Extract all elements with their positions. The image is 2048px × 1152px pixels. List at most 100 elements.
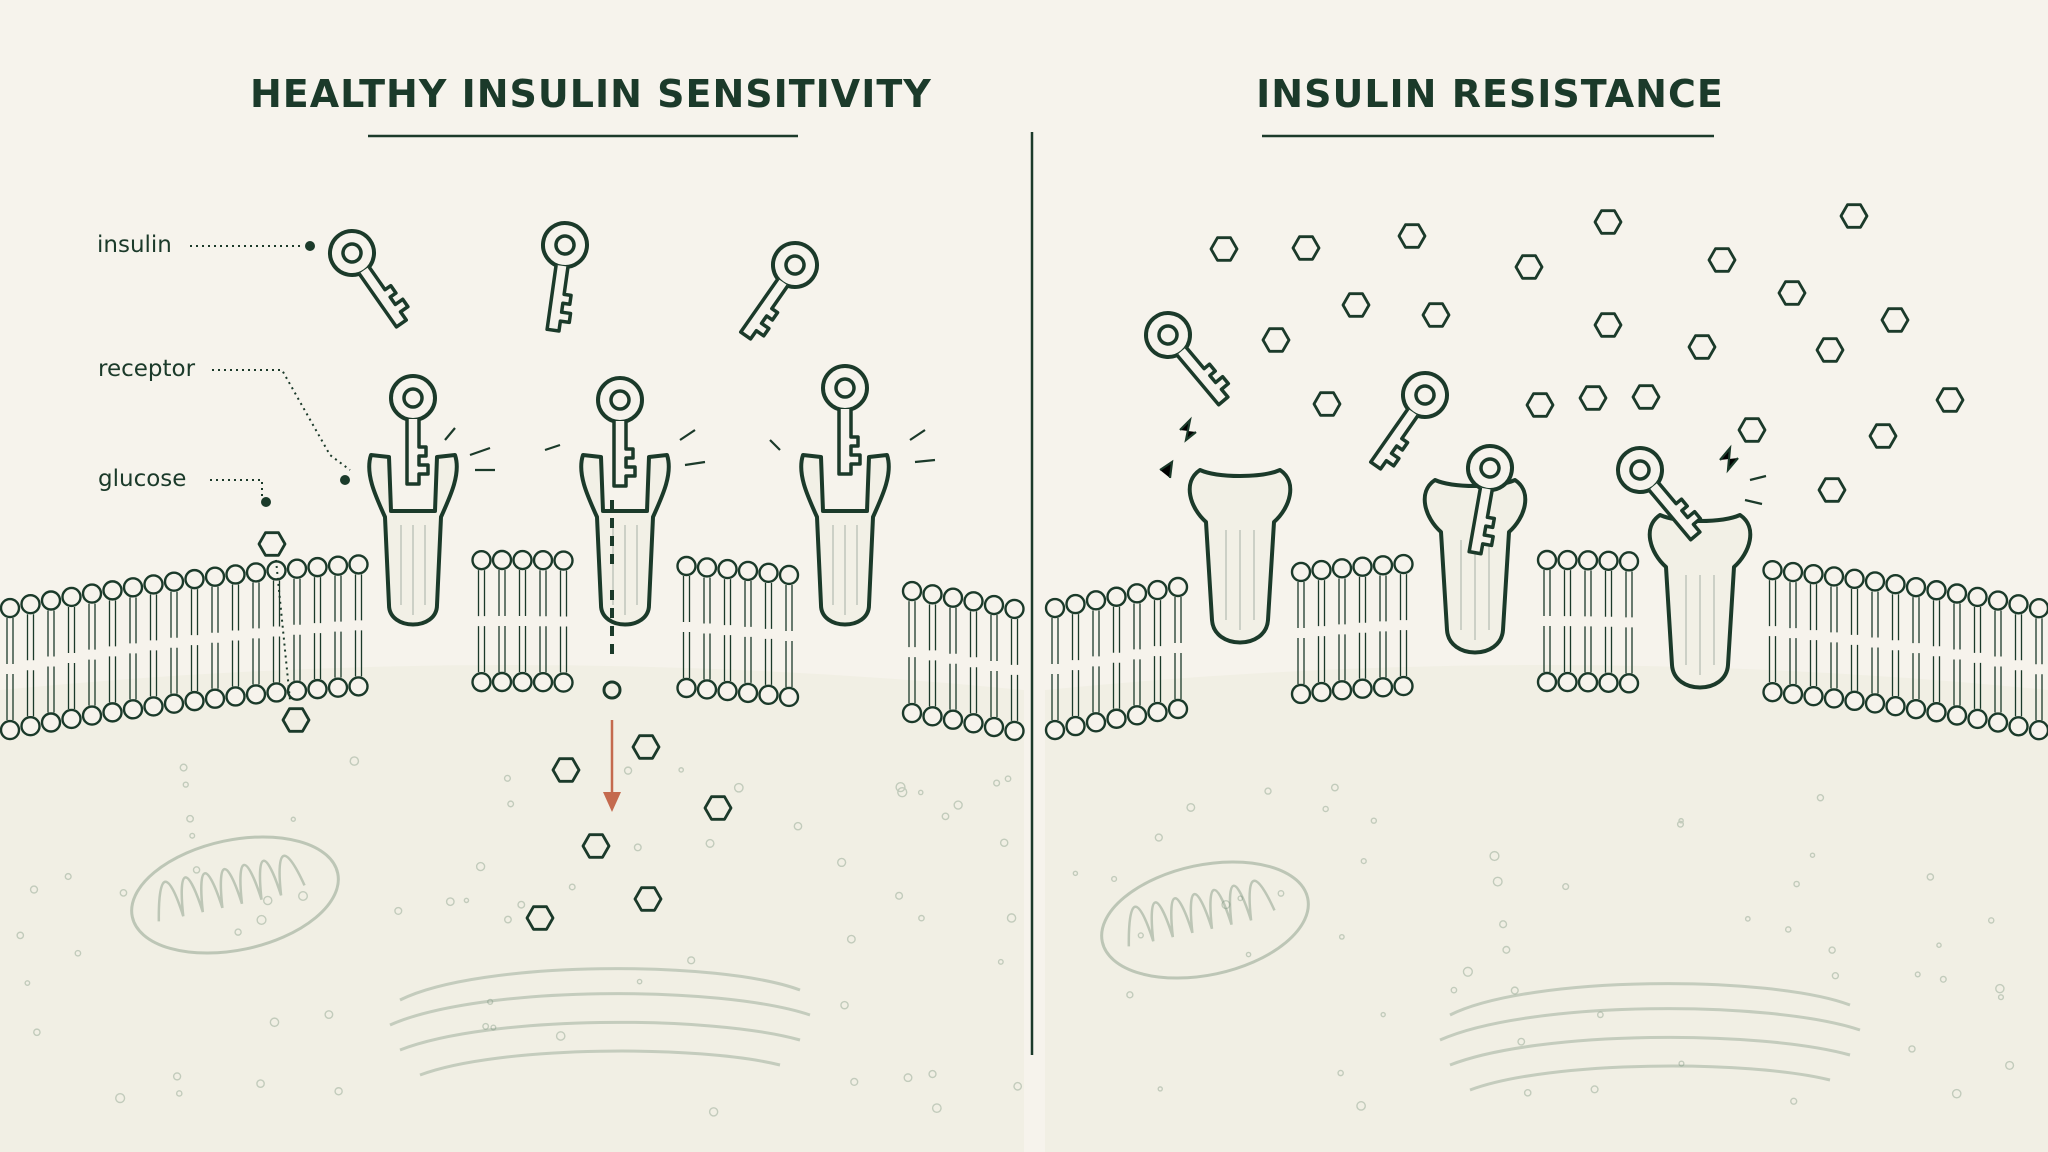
- lipid-tail: [785, 584, 793, 687]
- cytoplasm-speck: [234, 928, 242, 936]
- activation-sparks-left: [444, 427, 936, 472]
- cytoplasm-speck: [1676, 820, 1685, 828]
- lipid-head: [1618, 551, 1640, 572]
- cytoplasm-speck: [262, 895, 273, 906]
- lipid-tail: [1153, 600, 1162, 703]
- lipid-head: [1905, 576, 1927, 598]
- glucose-outside: [1868, 423, 1898, 449]
- lipid-head: [1926, 702, 1947, 723]
- lipid-head: [1844, 568, 1865, 590]
- lipid-tail: [252, 582, 260, 685]
- lipid-head: [922, 584, 943, 605]
- lipid-tail: [190, 589, 199, 692]
- cytoplasm-speck: [931, 1103, 942, 1114]
- glucose-entering: [602, 680, 622, 700]
- receptor-leader-dot: [340, 475, 350, 485]
- lipid-head: [553, 672, 574, 693]
- lipid-head: [1372, 677, 1394, 698]
- lipid-tail: [908, 601, 916, 704]
- lipid-tail: [67, 606, 76, 709]
- cytoplasm-speck: [623, 766, 633, 775]
- lipid-head: [553, 550, 574, 571]
- cytoplasm-speck: [1995, 983, 2005, 994]
- cytoplasm-speck: [1337, 1069, 1344, 1077]
- label-leader-lines: [190, 245, 351, 701]
- cytoplasm-speck: [705, 838, 715, 848]
- lipid-head: [40, 590, 62, 611]
- lipid-head: [1536, 549, 1558, 571]
- lipid-head: [1844, 690, 1865, 712]
- receptor-blocked-2: [1422, 478, 1528, 655]
- lipid-head: [40, 712, 62, 733]
- cytoplasm-speck: [74, 949, 82, 957]
- lipid-tail: [1563, 570, 1572, 673]
- cytoplasm-speck: [1936, 942, 1942, 948]
- lipid-tail: [723, 579, 732, 682]
- lipid-head: [491, 549, 513, 571]
- glucose-outside: [1815, 337, 1845, 363]
- lipid-head: [184, 690, 205, 712]
- cytoplasm-speck: [503, 774, 512, 782]
- glucose-outside: [1261, 327, 1291, 353]
- rejection-marks-right: [1159, 416, 1767, 506]
- cytoplasm-speck: [941, 812, 950, 821]
- lipid-tail: [1891, 594, 1900, 697]
- cytoplasm-speck: [1939, 975, 1947, 983]
- cytoplasm-speck: [1793, 880, 1800, 888]
- cytoplasm-speck: [1006, 913, 1017, 923]
- lipid-head: [1967, 708, 1988, 730]
- lipid-head: [676, 677, 697, 699]
- cytoplasm-speck: [186, 814, 194, 823]
- lipid-head: [1598, 672, 1619, 693]
- glucose-outside: [1687, 334, 1717, 360]
- cytoplasm-speck: [1997, 994, 2005, 1001]
- cytoplasm-speck: [846, 934, 856, 944]
- insulin-key-free-1: [319, 220, 422, 339]
- glucose-outside: [1341, 292, 1371, 318]
- glucose-outside: [1631, 384, 1661, 410]
- cytoplasm-speck: [1914, 971, 1921, 978]
- lipid-head: [286, 558, 308, 579]
- cytoplasm-speck: [349, 756, 360, 766]
- lipid-head: [1577, 550, 1599, 571]
- cytoplasm-speck: [555, 1031, 566, 1041]
- insulin-key-free-2: [529, 218, 592, 336]
- cytoplasm-specks: [16, 756, 2015, 1117]
- lipid-tail: [334, 575, 342, 678]
- glucose-outside: [1593, 209, 1623, 235]
- lipid-tail: [1297, 581, 1305, 684]
- lipid-head: [1147, 579, 1168, 601]
- glucose-outside: [1593, 312, 1623, 338]
- lipid-head: [1044, 597, 1066, 619]
- lipid-tail: [1953, 603, 1961, 706]
- insulin-key-bound-3: [821, 364, 869, 476]
- cytoplasm-speck: [1338, 933, 1345, 940]
- lipid-head: [348, 554, 369, 575]
- cytoplasm-speck: [1987, 917, 1995, 924]
- lipid-tail: [990, 615, 998, 718]
- insulin-key-unbound-2: [1355, 362, 1458, 481]
- receptor-blocked-3: [1647, 513, 1753, 690]
- lipid-tail: [272, 580, 281, 683]
- lipid-head: [184, 568, 205, 590]
- lipid-head: [1618, 673, 1640, 694]
- lipid-tail: [518, 570, 527, 673]
- lipid-head: [1557, 549, 1578, 571]
- lipid-head: [983, 716, 1005, 738]
- lipid-head: [266, 560, 287, 581]
- lipid-head: [963, 713, 984, 734]
- cytoplasm-speck: [999, 838, 1009, 848]
- cytoplasm-speck: [1330, 783, 1339, 792]
- cytoplasm-speck: [918, 914, 925, 922]
- cytoplasm-speck: [1237, 895, 1244, 902]
- lipid-head: [1331, 680, 1353, 701]
- cytoplasm-speck: [895, 782, 906, 793]
- glucose-outside: [1421, 302, 1451, 328]
- lipid-head: [1864, 571, 1886, 592]
- lipid-head: [1393, 553, 1414, 575]
- lipid-head: [696, 557, 718, 578]
- lipid-head: [1885, 696, 1906, 717]
- right-cytoplasm: [1045, 665, 2048, 1152]
- cytoplasm-speck: [1013, 1081, 1023, 1091]
